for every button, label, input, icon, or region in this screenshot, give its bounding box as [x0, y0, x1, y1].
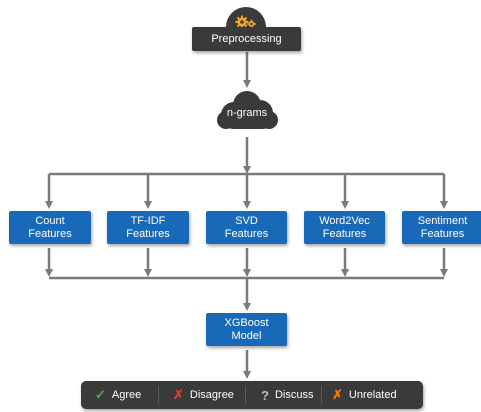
- output-divider: [245, 386, 246, 404]
- output-discuss: ? Discuss: [261, 381, 313, 409]
- feature-label-line2: Features: [322, 227, 367, 240]
- feature-label-line1: Count: [35, 214, 65, 227]
- cross-icon: ✗: [173, 387, 184, 402]
- feature-label-line2: Features: [420, 227, 465, 240]
- tfidf-features-node: TF-IDF Features: [107, 211, 189, 244]
- sentiment-features-node: Sentiment Features: [402, 211, 481, 244]
- count-features-node: Count Features: [9, 211, 91, 244]
- model-label-line2: Model: [231, 329, 262, 342]
- model-label-line1: XGBoost: [224, 316, 269, 329]
- output-label: Disagree: [189, 389, 234, 401]
- feature-label-line1: TF-IDF: [130, 214, 166, 227]
- feature-label-line2: Features: [28, 227, 72, 240]
- feature-label-line2: Features: [224, 227, 269, 240]
- feature-label-line2: Features: [126, 227, 170, 240]
- ngrams-cloud-shape: [217, 91, 278, 129]
- feature-label-line1: Word2Vec: [319, 214, 370, 227]
- ngrams-label: n-grams: [226, 107, 268, 119]
- output-unrelated: ✗ Unrelated: [332, 381, 397, 409]
- output-agree: ✓ Agree: [95, 381, 141, 409]
- output-disagree: ✗ Disagree: [173, 381, 234, 409]
- output-divider: [321, 386, 322, 404]
- ngrams-node: n-grams: [214, 104, 280, 122]
- output-classes-bar: ✓ Agree ✗ Disagree ? Discuss ✗ Unrelated: [81, 381, 423, 409]
- feature-label-line1: SVD: [235, 214, 258, 227]
- output-label: Discuss: [274, 389, 314, 401]
- output-label: Unrelated: [348, 389, 397, 401]
- output-label: Agree: [111, 389, 142, 401]
- gears-icon: [235, 15, 256, 29]
- word2vec-features-node: Word2Vec Features: [304, 211, 385, 244]
- check-icon: ✓: [95, 387, 106, 402]
- svd-features-node: SVD Features: [206, 211, 287, 244]
- feature-label-line1: Sentiment: [417, 214, 468, 227]
- cross-icon: ✗: [332, 387, 343, 402]
- question-icon: ?: [261, 387, 269, 403]
- preprocessing-node: Preprocessing: [192, 27, 301, 51]
- output-divider: [158, 386, 159, 404]
- xgboost-model-node: XGBoost Model: [206, 313, 287, 346]
- preprocessing-label: Preprocessing: [211, 33, 282, 45]
